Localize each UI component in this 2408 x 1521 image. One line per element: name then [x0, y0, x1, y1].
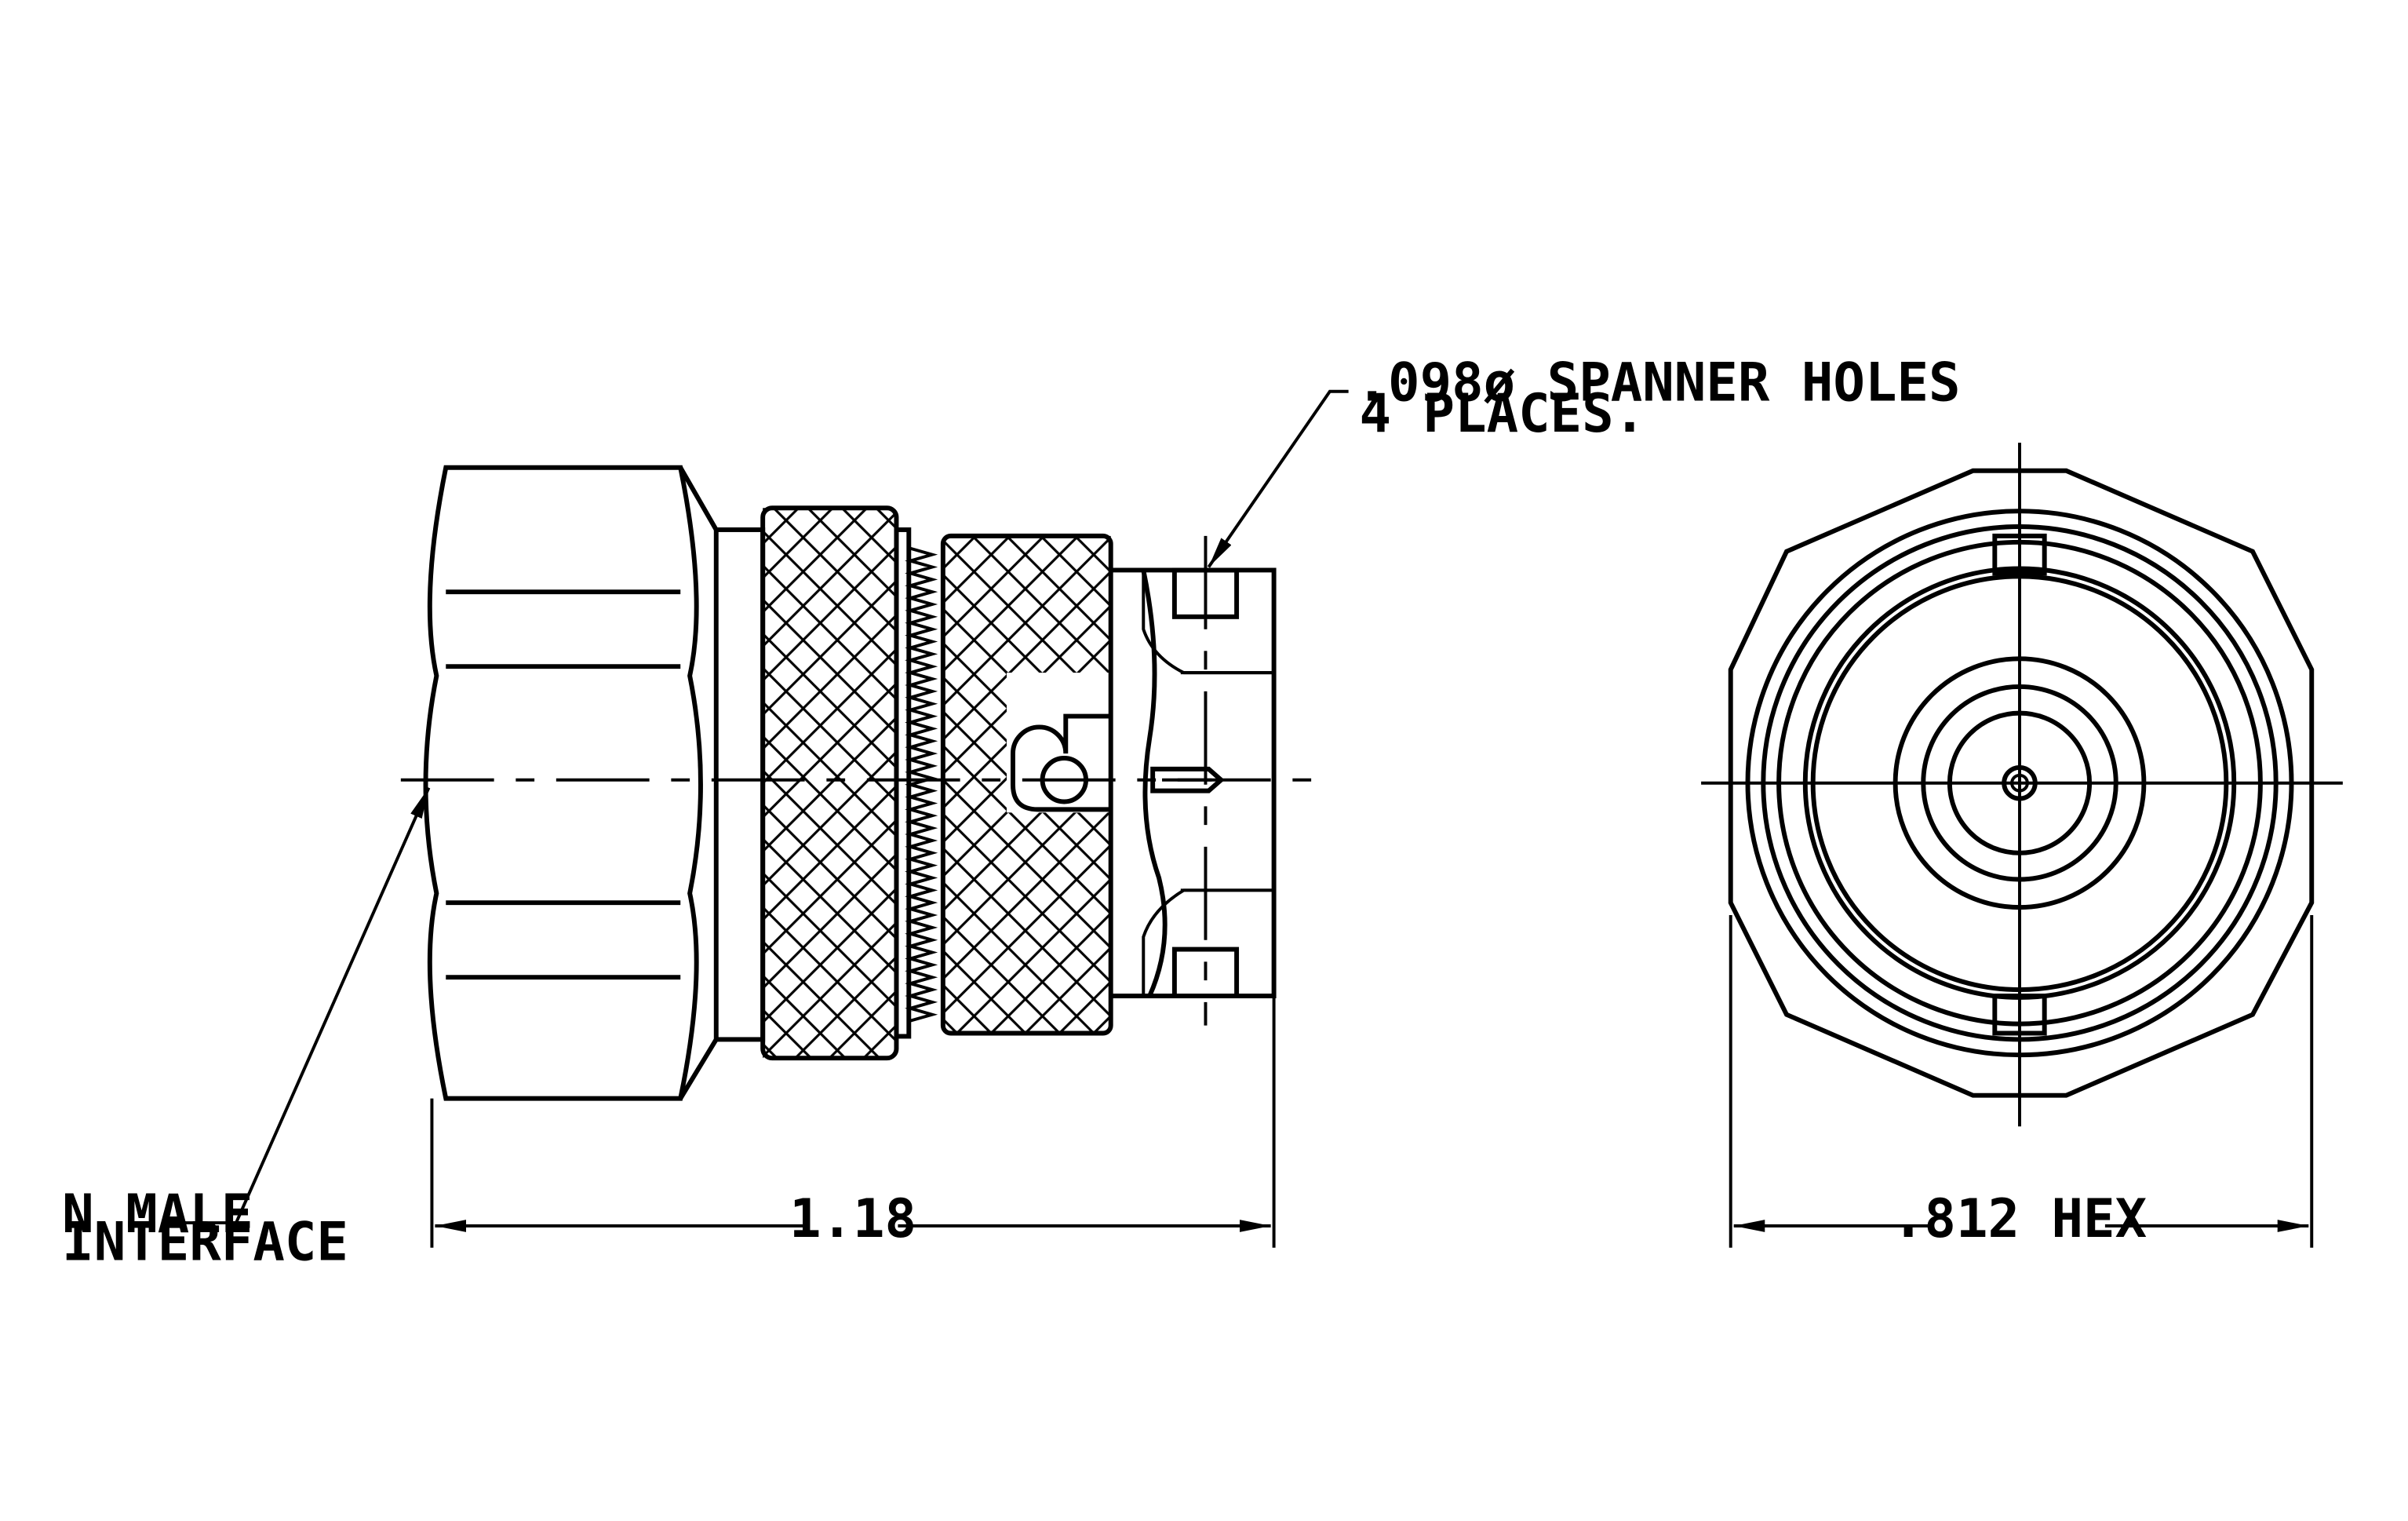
length-dimension: 1.18	[430, 995, 1276, 1249]
front-hex	[1728, 468, 2315, 1098]
hex-coupling-nut	[423, 465, 719, 1101]
rear-body	[1110, 567, 1277, 998]
knurled-ring-2	[940, 533, 1116, 1036]
interface-callout-line1: N MALE	[62, 1184, 253, 1245]
front-view	[1701, 443, 2343, 1127]
length-label: 1.18	[789, 1188, 916, 1249]
spanner-callout-line1: .098ø SPANNER HOLES	[1357, 352, 1961, 414]
interface-callout: N MALE INTERFACE	[62, 786, 431, 1273]
spanner-hole-bottom	[1171, 947, 1240, 998]
body-neck	[713, 527, 766, 1042]
hex-label: .812 HEX	[1893, 1188, 2147, 1249]
spanner-callout-line2: 4 PLACES.	[1359, 383, 1645, 444]
hex-dimension: .812 HEX	[1729, 915, 2314, 1249]
knurled-ring-1	[760, 505, 899, 1061]
side-view	[400, 465, 1313, 1101]
interface-callout-line2: INTERFACE	[62, 1212, 348, 1273]
thread	[894, 527, 938, 1039]
spanner-callout: .098ø SPANNER HOLES 4 PLACES.	[1207, 352, 1961, 568]
center-contact	[1150, 766, 1225, 793]
